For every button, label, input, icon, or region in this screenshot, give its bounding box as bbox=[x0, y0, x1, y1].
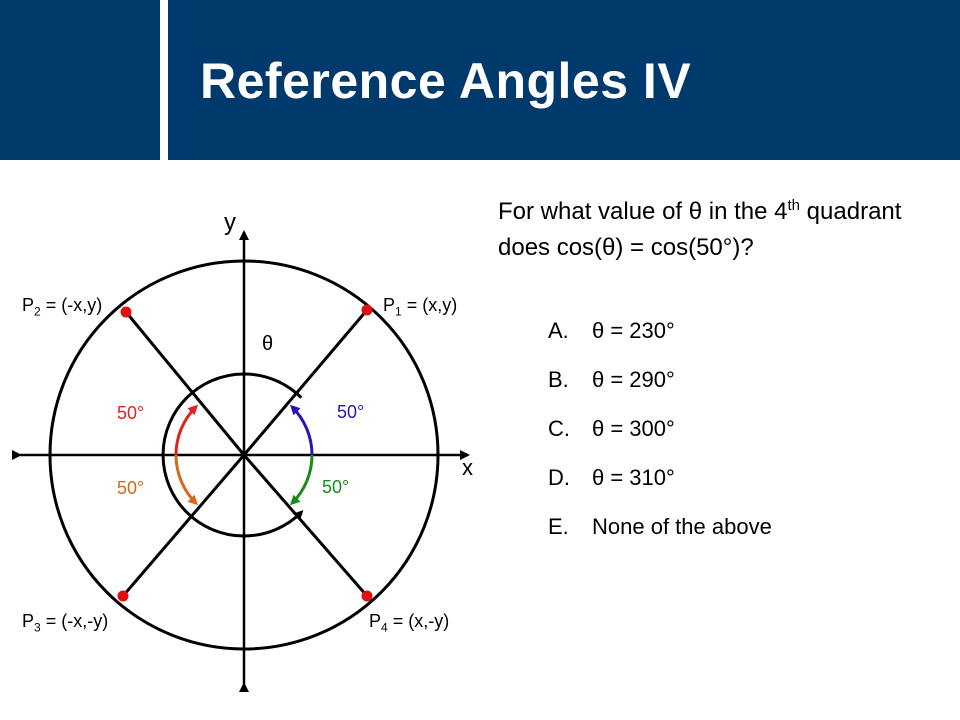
header-bar bbox=[168, 0, 960, 160]
question-text: For what value of θ in the 4th quadrant … bbox=[498, 197, 902, 261]
point-p1 bbox=[361, 304, 373, 316]
choice-letter: C. bbox=[548, 416, 570, 441]
ref-arc-q2 bbox=[174, 404, 199, 456]
answer-choices: A. θ = 230° B. θ = 290° C. θ = 300° D. θ = 3… bbox=[548, 318, 772, 563]
choice-letter: B. bbox=[548, 367, 569, 392]
choice-letter: A. bbox=[548, 318, 569, 343]
unit-circle-diagram: y x θ 50° 50° 50° 50° bbox=[12, 209, 473, 692]
point-p2 bbox=[120, 306, 132, 318]
slide-title: Reference Angles IV bbox=[200, 53, 692, 109]
choice-text: θ = 300° bbox=[592, 416, 675, 441]
choice-d[interactable]: D. θ = 310° bbox=[548, 465, 772, 514]
ray-p1 bbox=[242, 309, 369, 456]
y-axis-label: y bbox=[224, 209, 236, 236]
choice-b[interactable]: B. θ = 290° bbox=[548, 367, 772, 416]
point-p3 bbox=[117, 590, 129, 602]
theta-label: θ bbox=[262, 333, 273, 355]
label-p3: P3 = (-x,-y) bbox=[22, 611, 109, 635]
ray-p4 bbox=[242, 454, 369, 597]
label-p4: P4 = (x,-y) bbox=[369, 611, 450, 635]
ray-p2 bbox=[124, 311, 246, 456]
choice-letter: D. bbox=[548, 465, 570, 490]
ref-arc-q1 bbox=[289, 404, 314, 456]
ray-p3 bbox=[121, 454, 246, 597]
choice-text: θ = 290° bbox=[592, 367, 675, 392]
choice-text: θ = 230° bbox=[592, 318, 675, 343]
ref-label-q2: 50° bbox=[117, 403, 144, 423]
choice-c[interactable]: C. θ = 300° bbox=[548, 416, 772, 465]
label-p1: P1 = (x,y) bbox=[383, 295, 458, 319]
choice-text: None of the above bbox=[592, 514, 772, 539]
ref-label-q4: 50° bbox=[322, 477, 349, 497]
choice-e[interactable]: E. None of the above bbox=[548, 514, 772, 563]
header-accent-block bbox=[0, 0, 160, 160]
ref-arc-q4 bbox=[289, 454, 314, 506]
choice-letter: E. bbox=[548, 514, 569, 539]
choice-text: θ = 310° bbox=[592, 465, 675, 490]
x-axis-label: x bbox=[462, 455, 473, 480]
point-p4 bbox=[361, 590, 373, 602]
ref-arc-q3 bbox=[174, 454, 199, 506]
choice-a[interactable]: A. θ = 230° bbox=[548, 318, 772, 367]
ref-label-q1: 50° bbox=[337, 402, 364, 422]
ref-label-q3: 50° bbox=[117, 478, 144, 498]
label-p2: P2 = (-x,y) bbox=[22, 295, 103, 319]
